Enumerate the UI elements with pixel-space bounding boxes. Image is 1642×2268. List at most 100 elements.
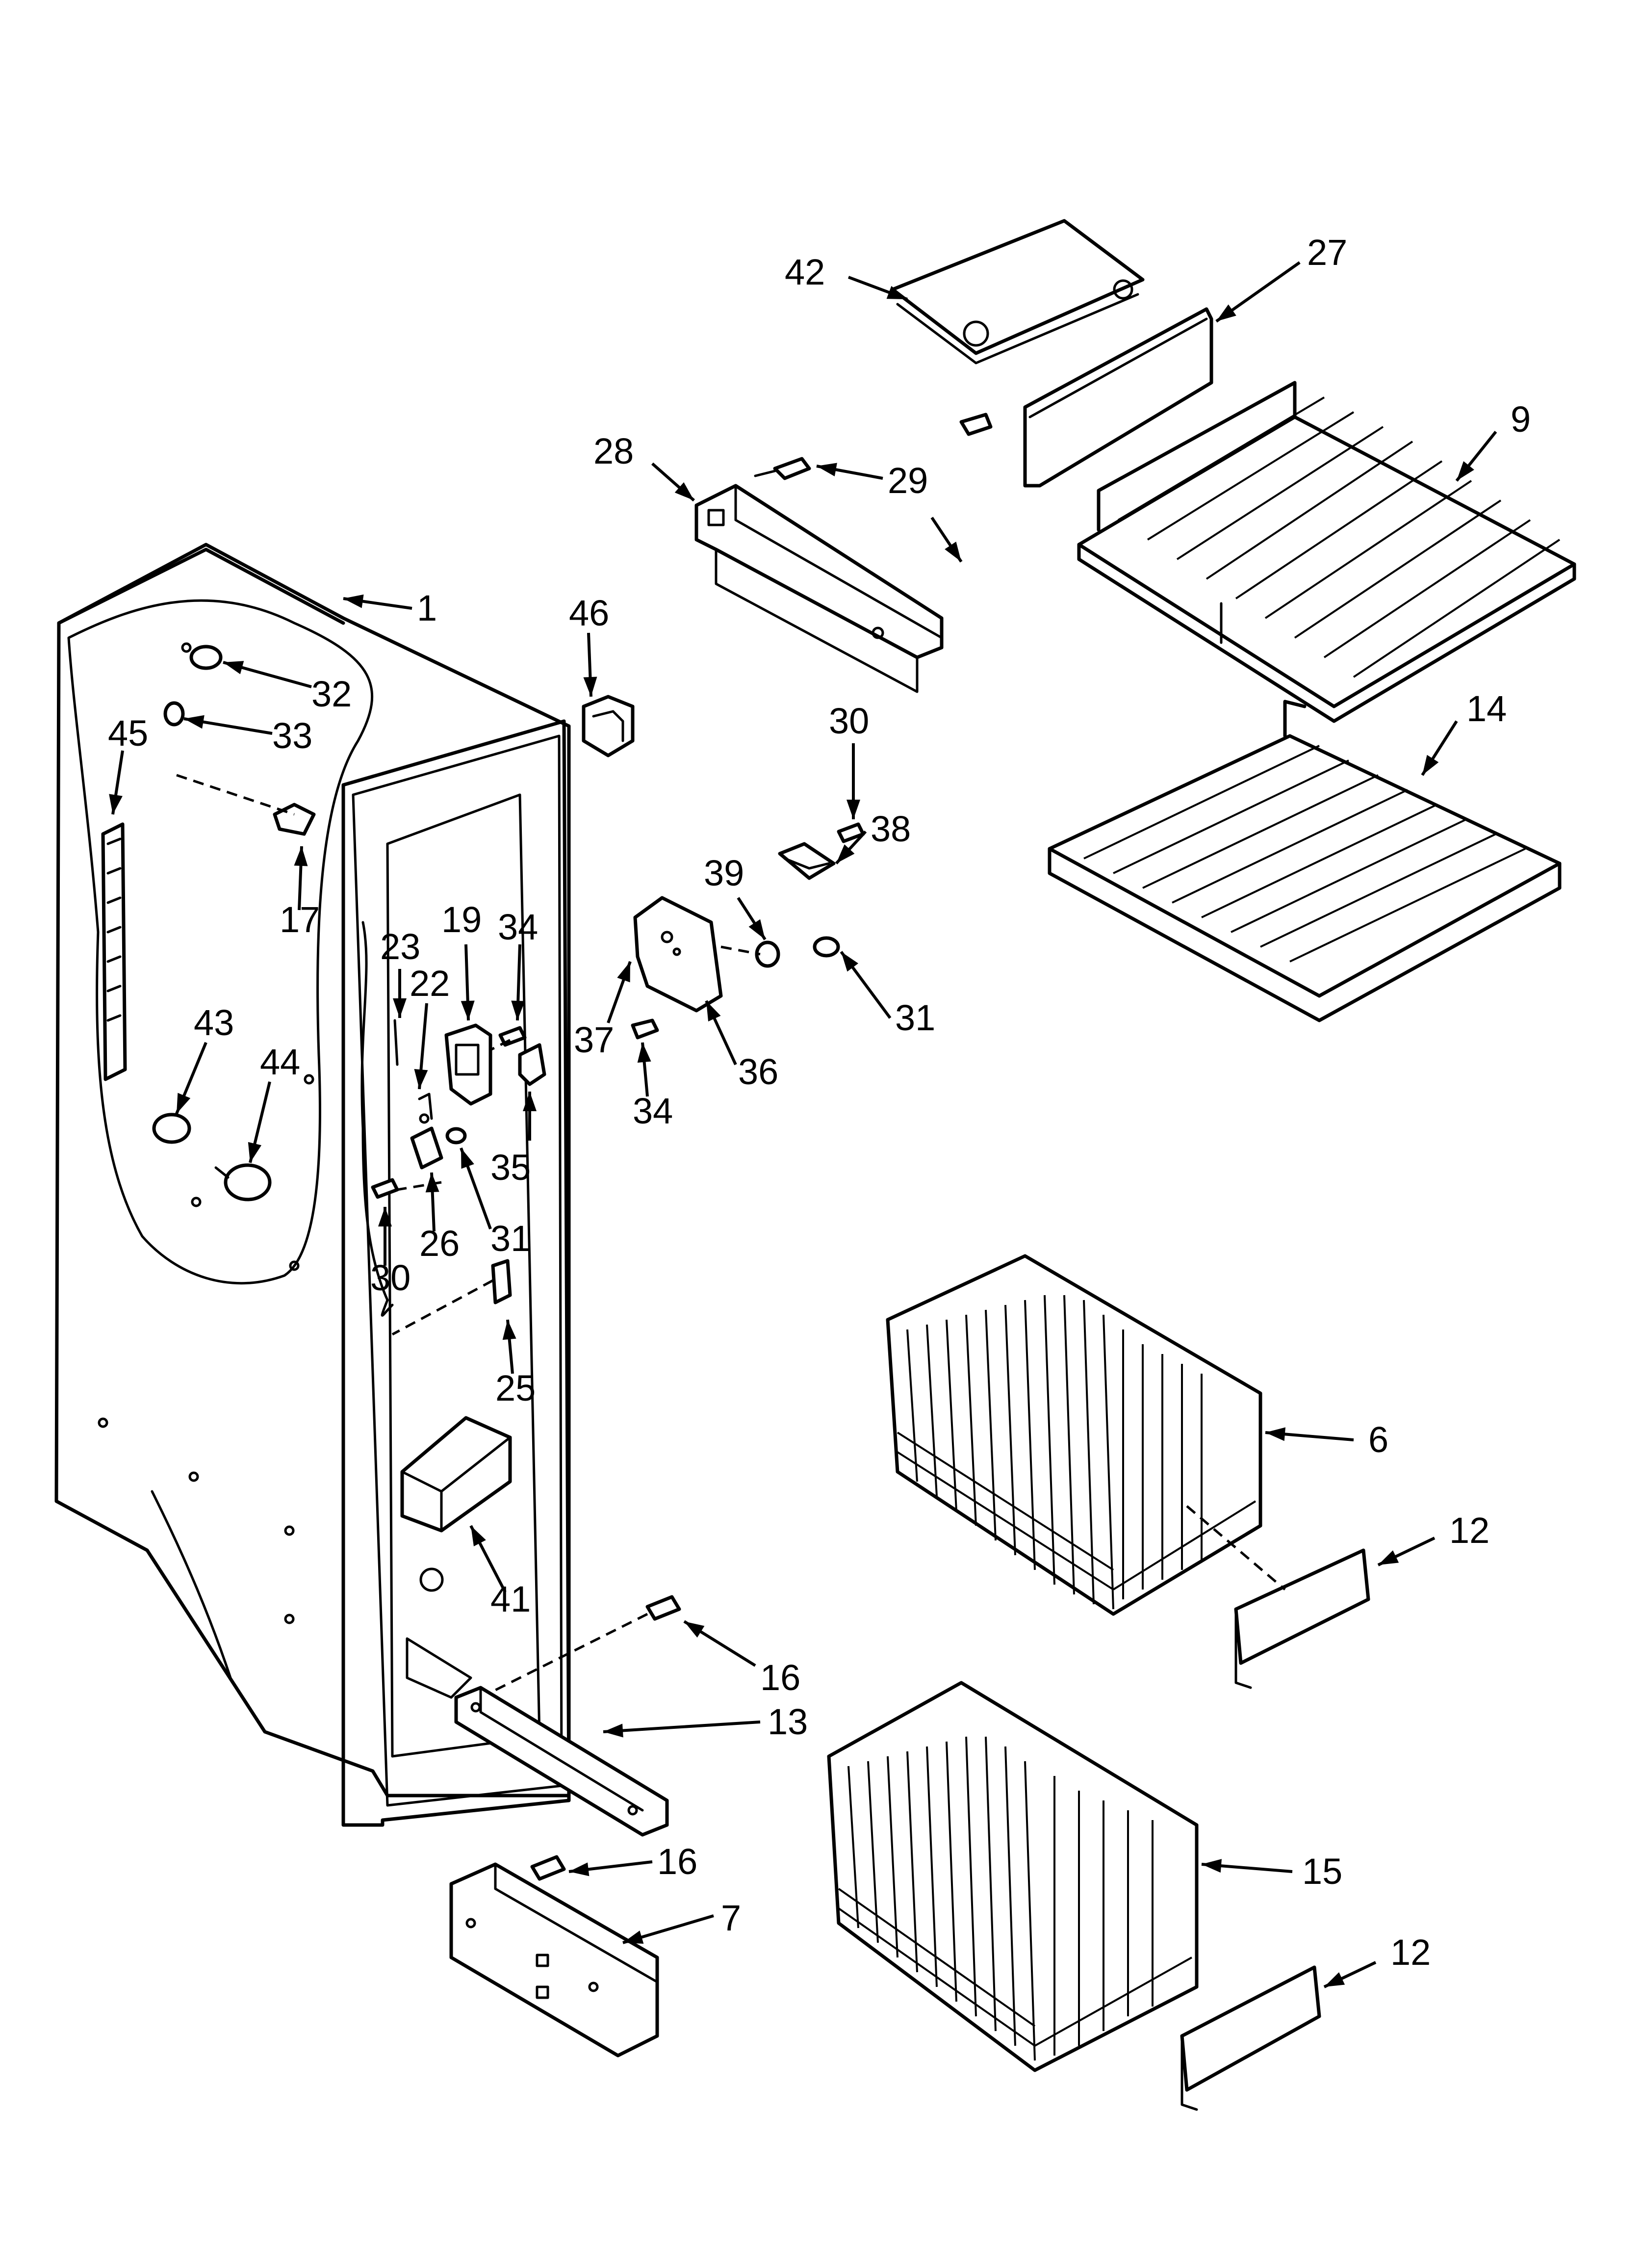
wire-shelf-9 [1077, 381, 1576, 723]
callout-30-right: 30 [829, 701, 869, 741]
wire-basket-15 [827, 1681, 1199, 2072]
arrowhead-25 [502, 1320, 516, 1340]
arrowhead-37 [617, 962, 630, 983]
callout-25: 25 [495, 1368, 536, 1408]
callout-30-left: 30 [370, 1257, 410, 1298]
callout-14: 14 [1466, 688, 1507, 729]
clip-46 [582, 695, 635, 757]
callout-46: 46 [569, 593, 609, 633]
callout-23: 23 [380, 926, 420, 967]
callout-12-upper: 12 [1449, 1510, 1489, 1551]
callout-31-right: 31 [895, 997, 935, 1038]
callout-7: 7 [721, 1898, 741, 1938]
control-board-38 [778, 842, 836, 880]
light-bar-45 [101, 822, 127, 1081]
callout-41: 41 [490, 1579, 531, 1619]
bulb-33 [163, 701, 185, 727]
callout-45: 45 [108, 713, 148, 754]
thermostat-19 [444, 1023, 492, 1106]
callout-32: 32 [311, 674, 352, 714]
arrowhead-17 [294, 846, 308, 866]
sensor-22 [418, 1093, 433, 1124]
wire-basket-6 [886, 1254, 1262, 1616]
toe-grille-7 [449, 1862, 659, 2058]
screw-29-top [754, 457, 811, 480]
screw-16-lower [530, 1855, 566, 1881]
screw-16-upper [645, 1595, 681, 1621]
arrowhead-35 [523, 1092, 537, 1111]
cap-31-right [813, 936, 840, 958]
rail-13 [454, 1686, 669, 1837]
callout-15: 15 [1302, 1851, 1342, 1892]
arrowhead-16u [684, 1621, 705, 1638]
arrowhead-19 [461, 1000, 475, 1020]
arrowhead-44 [248, 1142, 262, 1163]
arrowhead-34p [637, 1043, 651, 1063]
arrowhead-45 [109, 794, 123, 814]
arrowhead-29 [817, 463, 837, 477]
arrowhead-27 [1216, 304, 1236, 321]
arrowhead-15 [1202, 1859, 1222, 1873]
arrowhead-34l [511, 1000, 525, 1020]
light-bulb-44 [214, 1163, 272, 1201]
leader-arrows [109, 261, 1497, 1988]
screw-29-bottom [959, 413, 993, 436]
arrowhead-42 [886, 286, 907, 299]
switch-25 [491, 1259, 512, 1304]
arrowhead-29b [945, 541, 961, 562]
arrowhead-46 [583, 677, 597, 697]
shelf-cover-27 [1023, 307, 1213, 488]
arrowhead-31r [841, 952, 859, 972]
hinge-42 [891, 219, 1145, 365]
callout-35: 35 [490, 1147, 531, 1188]
arrowhead-43 [177, 1093, 191, 1114]
arrowhead-14 [1422, 755, 1439, 775]
leader-line-13 [603, 1721, 761, 1733]
callout-16-lower: 16 [657, 1841, 697, 1882]
board-26 [410, 1126, 443, 1170]
callout-16-upper: 16 [760, 1657, 800, 1698]
callout-1: 1 [417, 588, 437, 628]
arrowhead-9 [1457, 461, 1474, 481]
callout-9: 9 [1511, 399, 1531, 440]
callout-26: 26 [419, 1223, 460, 1264]
light-socket-32 [189, 645, 223, 670]
callout-44: 44 [260, 1042, 300, 1082]
cap-31-left [445, 1127, 467, 1145]
thermostat-plate-36 [633, 896, 723, 1013]
arrowhead-12u [1378, 1550, 1399, 1565]
arrowhead-16l [569, 1862, 590, 1877]
arrowhead-39 [748, 919, 765, 939]
callout-22: 22 [410, 963, 450, 1004]
arrowhead-26 [425, 1173, 439, 1193]
arrowhead-1 [343, 594, 364, 608]
pin-23 [393, 1019, 399, 1066]
wire-shelf-14 [1048, 700, 1562, 1022]
arrowhead-7 [623, 1930, 644, 1944]
callout-19: 19 [441, 899, 482, 940]
callout-13: 13 [768, 1701, 808, 1742]
arrowhead-32 [223, 661, 244, 675]
callout-17: 17 [280, 899, 320, 940]
arrowhead-30r [847, 800, 860, 819]
callout-27: 27 [1307, 232, 1347, 273]
basket-front-12-lower [1180, 1965, 1321, 2111]
arrowhead-36 [706, 1001, 721, 1022]
callout-36: 36 [738, 1051, 778, 1092]
bracket-28 [694, 484, 944, 693]
callout-42: 42 [785, 252, 825, 292]
light-socket-43 [152, 1113, 191, 1144]
screw-34-plate [631, 1018, 659, 1040]
callout-38: 38 [871, 808, 911, 849]
callout-29: 29 [888, 460, 928, 501]
arrowhead-41 [471, 1526, 486, 1546]
callout-37: 37 [574, 1019, 614, 1060]
callout-31-left: 31 [490, 1218, 531, 1259]
callout-43: 43 [194, 1002, 234, 1043]
screw-30-left [371, 1178, 399, 1199]
arrowhead-22 [414, 1069, 428, 1089]
arrowhead-13 [603, 1723, 623, 1738]
callout-34-plate: 34 [633, 1091, 673, 1131]
callout-28: 28 [593, 431, 634, 471]
callout-34-left: 34 [498, 907, 538, 947]
